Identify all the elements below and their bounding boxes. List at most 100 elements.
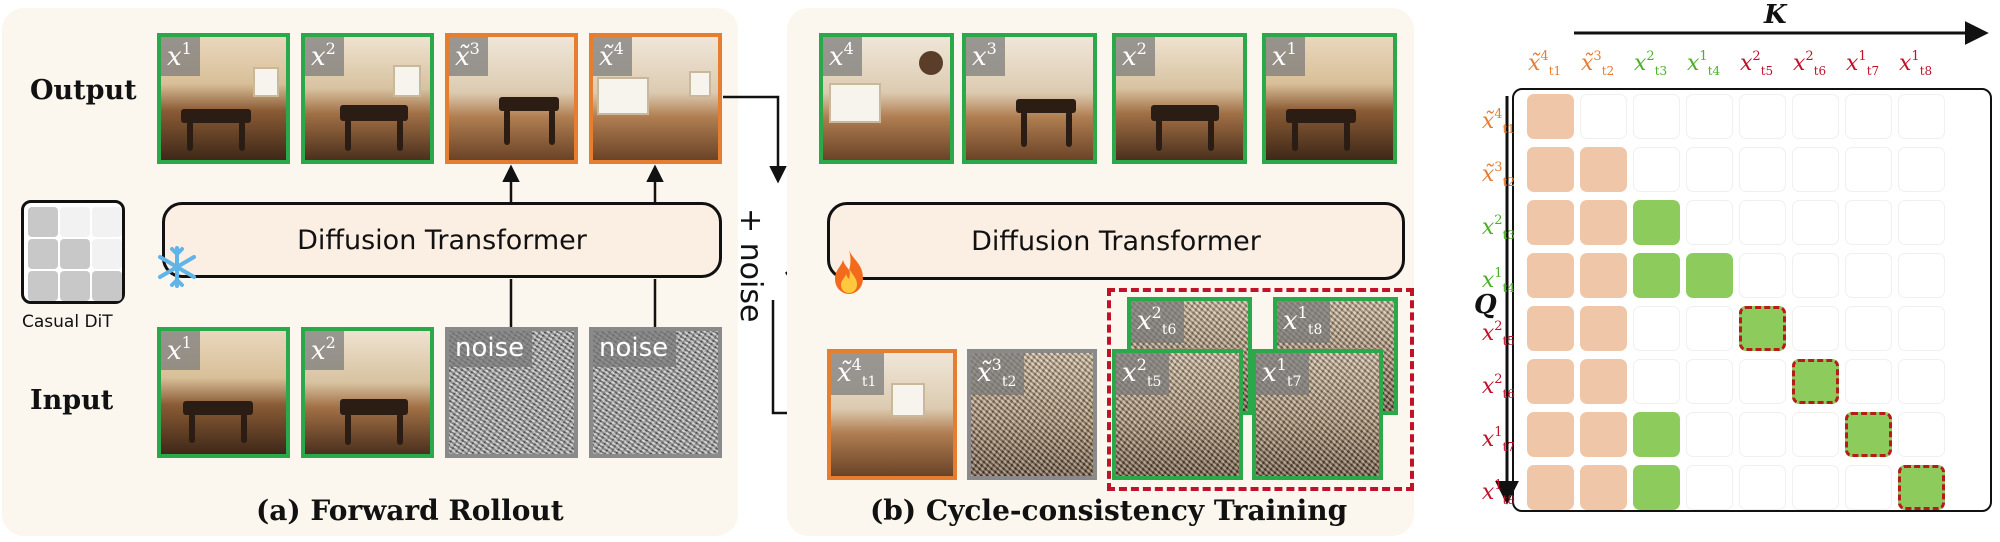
input-frame-x1: x1 xyxy=(157,327,290,458)
attention-cell xyxy=(1739,359,1786,404)
frame-label: x̃3t2 xyxy=(971,353,1025,395)
frame-label: x1 xyxy=(1266,37,1305,76)
matrix-column-label: x̃4t1 xyxy=(1528,49,1562,78)
attention-cell xyxy=(1898,94,1945,139)
attention-cell xyxy=(1792,94,1839,139)
attention-cell xyxy=(1792,412,1839,457)
attention-cell xyxy=(1580,200,1627,245)
attention-cell xyxy=(1686,200,1733,245)
attention-cell xyxy=(1898,306,1945,351)
matrix-column-label: x2t5 xyxy=(1740,49,1774,78)
output-frame-x1: x1 xyxy=(1262,33,1397,164)
attention-cell xyxy=(1580,412,1627,457)
attention-cell xyxy=(1845,200,1892,245)
attention-cell xyxy=(1580,147,1627,192)
caption-b: (b) Cycle-consistency Training xyxy=(870,494,1348,527)
output-frame-x4: x4 xyxy=(819,33,954,164)
attention-cell xyxy=(1898,465,1945,510)
casual-dit-mask xyxy=(21,200,125,304)
frame-label: x1t8 xyxy=(1277,301,1331,343)
matrix-column-label: x2t3 xyxy=(1634,49,1668,78)
frame-label: x2t5 xyxy=(1116,353,1170,395)
attention-cell xyxy=(1686,94,1733,139)
attention-cell xyxy=(1845,253,1892,298)
matrix-row-label: x1t7 xyxy=(1481,425,1515,454)
input-frame-x2: x2 xyxy=(301,327,434,458)
input-frame-x2-t5: x2t5 xyxy=(1112,349,1243,480)
frame-label: x̃4 xyxy=(593,37,632,76)
attention-cell xyxy=(1792,253,1839,298)
diffusion-transformer-b: Diffusion Transformer xyxy=(827,202,1405,280)
attention-cell xyxy=(1898,253,1945,298)
attention-cell xyxy=(1580,306,1627,351)
attention-cell xyxy=(1739,200,1786,245)
output-frame-x1: x1 xyxy=(157,33,290,164)
attention-cell xyxy=(1633,200,1680,245)
attention-cell xyxy=(1898,200,1945,245)
frame-label: x2 xyxy=(305,331,344,370)
matrix-column-label: x1t8 xyxy=(1899,49,1933,78)
attention-cell xyxy=(1527,200,1574,245)
attention-cell xyxy=(1686,412,1733,457)
attention-cell xyxy=(1580,359,1627,404)
matrix-row-label: x̃4t1 xyxy=(1481,107,1515,136)
attention-cell xyxy=(1739,465,1786,510)
output-frame-x2: x2 xyxy=(1112,33,1247,164)
attention-cell xyxy=(1792,465,1839,510)
attention-cell xyxy=(1633,253,1680,298)
matrix-row-label: x1t8 xyxy=(1481,478,1515,507)
attention-cell xyxy=(1845,147,1892,192)
attention-cell xyxy=(1686,465,1733,510)
input-frame-x1-t7: x1t7 xyxy=(1252,349,1383,480)
input-noise-2: noise xyxy=(589,327,722,458)
input-noise-1: noise xyxy=(445,327,578,458)
attention-cell xyxy=(1633,359,1680,404)
attention-cell xyxy=(1686,253,1733,298)
attention-cell xyxy=(1792,306,1839,351)
attention-cell xyxy=(1527,306,1574,351)
matrix-row-label: x2t5 xyxy=(1481,319,1515,348)
attention-cell xyxy=(1633,147,1680,192)
attention-cell xyxy=(1633,465,1680,510)
attention-cell xyxy=(1739,94,1786,139)
attention-cell xyxy=(1527,253,1574,298)
matrix-row-label: x1t4 xyxy=(1481,266,1515,295)
matrix-row-label: x̃3t2 xyxy=(1481,160,1515,189)
frame-label: x̃3 xyxy=(449,37,488,76)
red-dashed-region xyxy=(1107,288,1414,491)
attention-cell xyxy=(1845,306,1892,351)
attention-cell xyxy=(1845,412,1892,457)
frame-label: x2 xyxy=(1116,37,1155,76)
frame-label: x4 xyxy=(823,37,862,76)
fire-icon xyxy=(829,248,869,296)
attention-cell xyxy=(1845,465,1892,510)
k-axis-label: K xyxy=(1764,0,1787,30)
attention-cell xyxy=(1792,359,1839,404)
matrix-column-label: x1t7 xyxy=(1846,49,1880,78)
attention-cell xyxy=(1898,147,1945,192)
attention-cell xyxy=(1739,253,1786,298)
matrix-row-label: x2t3 xyxy=(1481,213,1515,242)
output-frame-x4-pred: x̃4 xyxy=(589,33,722,164)
attention-cell xyxy=(1527,359,1574,404)
attention-cell xyxy=(1686,147,1733,192)
attention-cell xyxy=(1739,147,1786,192)
attention-cell xyxy=(1686,306,1733,351)
attention-cell xyxy=(1527,412,1574,457)
frame-label: x̃4t1 xyxy=(831,353,885,395)
attention-cell xyxy=(1792,200,1839,245)
attention-cell xyxy=(1633,412,1680,457)
attention-cell xyxy=(1633,94,1680,139)
matrix-row-label: x2t6 xyxy=(1481,372,1515,401)
attention-cell xyxy=(1580,94,1627,139)
frame-label: x3 xyxy=(966,37,1005,76)
attention-cell xyxy=(1527,147,1574,192)
attention-cell xyxy=(1898,359,1945,404)
attention-cell xyxy=(1580,253,1627,298)
attention-matrix xyxy=(1512,88,1992,512)
attention-cell xyxy=(1898,412,1945,457)
attention-cell xyxy=(1527,465,1574,510)
frame-label: x1 xyxy=(161,331,200,370)
frame-label: x1 xyxy=(161,37,200,76)
